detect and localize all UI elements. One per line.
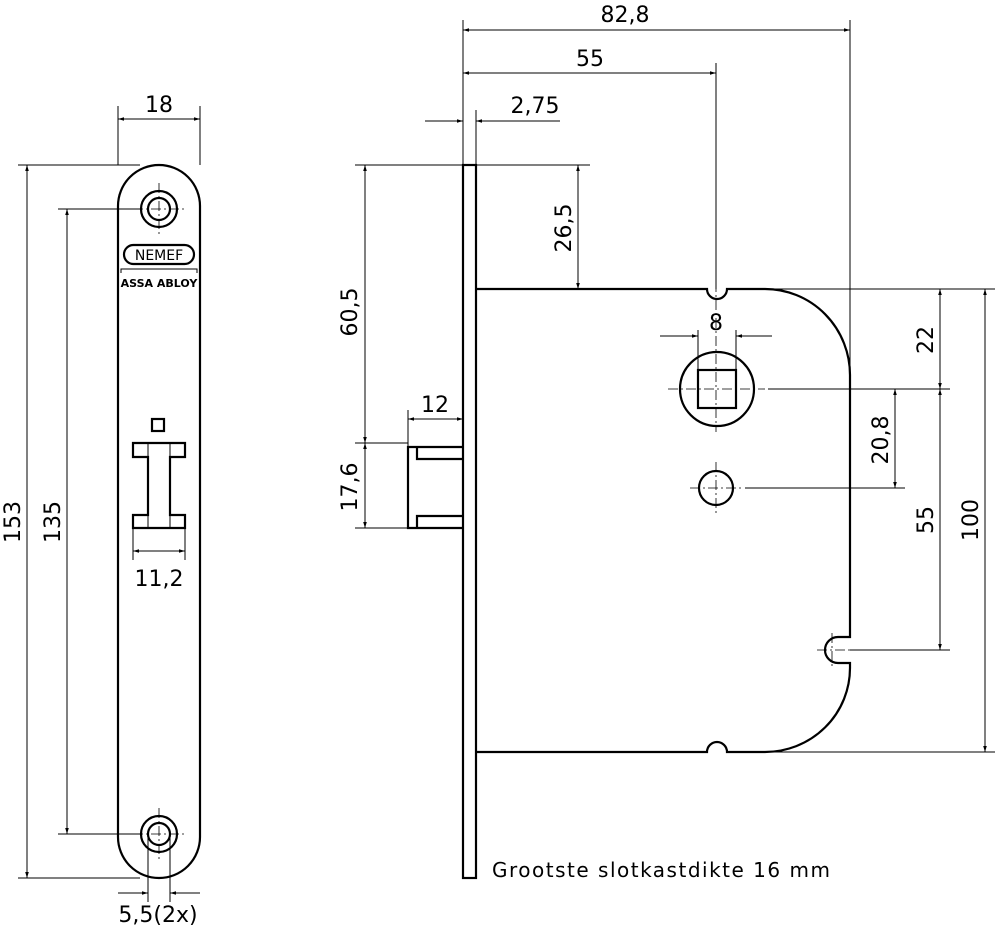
brand-logo: NEMEF ASSA ABLOY <box>120 243 199 290</box>
faceplate-side <box>461 163 478 880</box>
svg-text:55: 55 <box>914 506 939 534</box>
lock-case <box>476 287 852 754</box>
svg-text:18: 18 <box>145 93 173 118</box>
svg-text:26,5: 26,5 <box>552 204 577 253</box>
svg-text:22: 22 <box>914 326 939 354</box>
case-thickness-note: Grootste slotkastdikte 16 mm <box>492 858 831 882</box>
svg-text:NEMEF: NEMEF <box>135 248 183 264</box>
svg-text:60,5: 60,5 <box>338 288 363 337</box>
svg-text:82,8: 82,8 <box>601 3 650 28</box>
svg-text:8: 8 <box>709 311 723 336</box>
fixing-hole <box>690 462 742 514</box>
svg-text:55: 55 <box>576 47 604 72</box>
svg-text:ASSA ABLOY: ASSA ABLOY <box>121 277 199 290</box>
lock-case-side-view <box>406 163 852 880</box>
svg-text:11,2: 11,2 <box>135 567 184 592</box>
side-dimensions: 82,8 55 2,75 26,5 60,5 17,6 12 8 22 20,8 <box>338 3 995 753</box>
svg-text:5,5(2x): 5,5(2x) <box>118 903 197 928</box>
faceplate-front-view: NEMEF ASSA ABLOY <box>116 163 202 880</box>
front-dimensions: 18 153 135 11,2 5,5(2x) <box>1 93 201 928</box>
svg-text:100: 100 <box>959 499 984 541</box>
svg-text:17,6: 17,6 <box>338 463 363 512</box>
latch-side <box>406 445 463 530</box>
svg-text:2,75: 2,75 <box>511 94 560 119</box>
follower-hub <box>668 282 765 432</box>
svg-text:20,8: 20,8 <box>869 416 894 465</box>
indicator-square <box>150 417 166 433</box>
svg-text:135: 135 <box>41 501 66 543</box>
latch-front <box>131 441 187 530</box>
svg-text:12: 12 <box>421 393 449 418</box>
svg-text:153: 153 <box>1 501 26 543</box>
